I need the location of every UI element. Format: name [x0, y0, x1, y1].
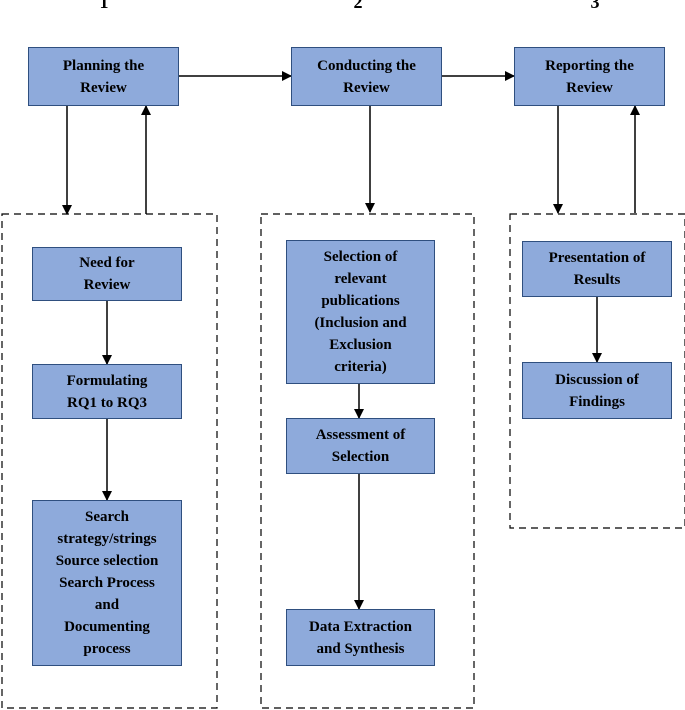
phase-2-number: 2 — [353, 0, 363, 12]
phase-1-number: 1 — [99, 0, 109, 12]
phase-2-group — [260, 213, 475, 709]
conducting-review-box: Conducting the Review — [291, 47, 442, 106]
selection-publications-box: Selection of relevant publications (Incl… — [286, 240, 435, 384]
need-for-review-box: Need for Review — [32, 247, 182, 301]
data-extraction-box: Data Extraction and Synthesis — [286, 609, 435, 666]
planning-review-box: Planning the Review — [28, 47, 179, 106]
phase-3-group — [509, 213, 685, 529]
reporting-review-box: Reporting the Review — [514, 47, 665, 106]
phase-3-number: 3 — [590, 0, 600, 12]
formulating-rq-box: Formulating RQ1 to RQ3 — [32, 364, 182, 419]
assessment-selection-box: Assessment of Selection — [286, 418, 435, 474]
search-strategy-box: Search strategy/strings Source selection… — [32, 500, 182, 666]
phase-1-group — [1, 213, 218, 709]
discussion-findings-box: Discussion of Findings — [522, 362, 672, 419]
presentation-results-box: Presentation of Results — [522, 241, 672, 297]
